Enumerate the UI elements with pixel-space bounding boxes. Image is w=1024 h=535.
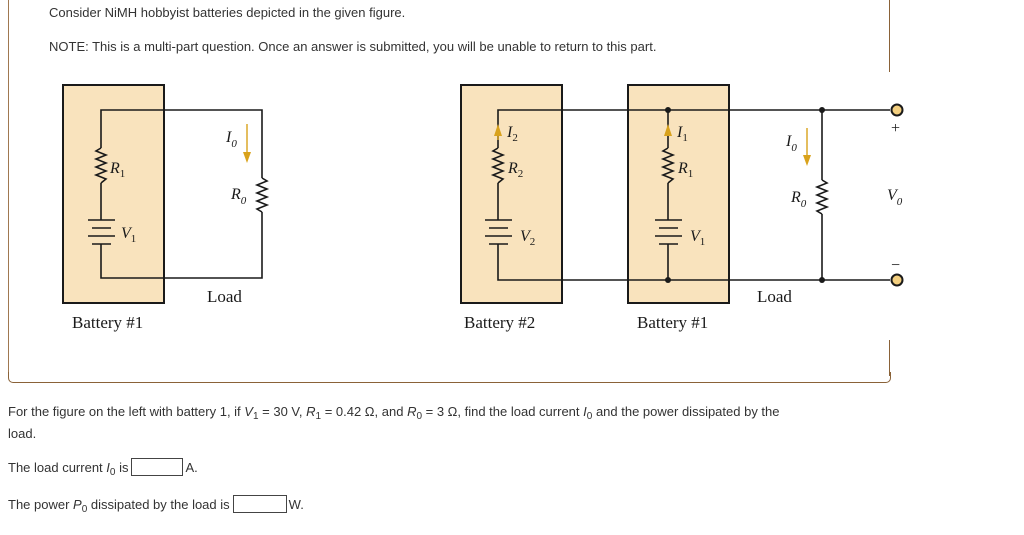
- current-arrow-head-icon: [243, 152, 251, 163]
- current-arrow-head-icon: [803, 155, 811, 166]
- battery-1-case: [62, 84, 165, 304]
- battery-cell-symbol: [88, 219, 115, 245]
- current-i0-label: I0: [225, 129, 237, 150]
- junction-node: [665, 107, 671, 113]
- resistor-r2-symbol: [490, 147, 506, 184]
- panel-frame-right: [889, 340, 890, 376]
- panel-frame-bottom: [8, 372, 891, 383]
- note-text: NOTE: This is a multi-part question. Onc…: [49, 39, 657, 54]
- power-unit: W.: [288, 496, 304, 512]
- left-circuit: R1 V1 I0 R0 Load Battery #1: [62, 84, 270, 332]
- resistor-r1-symbol: [93, 147, 109, 184]
- question-text-continued: load.: [8, 426, 37, 441]
- power-answer-row: The power P0 dissipated by the load is W…: [8, 495, 304, 515]
- panel-frame-right: [889, 0, 890, 72]
- panel-frame-left: [8, 0, 9, 378]
- load-current-input[interactable]: [131, 458, 184, 476]
- right-circuit: I2 R2 V2 I1 R1 V1 I0 R0 Load: [460, 84, 904, 332]
- current-arrow-up-icon: [494, 124, 502, 136]
- plus-sign: +: [891, 120, 900, 137]
- current-i1-label: I1: [676, 124, 688, 144]
- source-v1-label: V1: [690, 228, 705, 248]
- current-arrow-up-icon: [664, 124, 672, 136]
- battery-1-label: Battery #1: [637, 313, 708, 332]
- resistor-r0-symbol: [254, 177, 270, 213]
- resistor-r0-symbol: [814, 179, 830, 215]
- power-prompt: The power P0 dissipated by the load is: [8, 496, 230, 515]
- resistor-r1-label: R1: [677, 160, 693, 180]
- wire: [100, 212, 263, 279]
- current-i0-label: I0: [785, 133, 797, 154]
- source-v1-label: V1: [121, 225, 136, 245]
- resistor-r0-label: R0: [790, 189, 807, 210]
- resistor-r1-symbol: [660, 147, 676, 184]
- resistor-r1-label: R1: [109, 160, 125, 180]
- resistor-r2-label: R2: [507, 160, 523, 180]
- battery-1-label: Battery #1: [72, 313, 143, 332]
- positive-terminal: [890, 103, 904, 117]
- negative-terminal: [890, 273, 904, 287]
- load-label: Load: [757, 287, 792, 306]
- resistor-r0-label: R0: [230, 186, 247, 207]
- battery-1-case: [627, 84, 730, 304]
- intro-text: Consider NiMH hobbyist batteries depicte…: [49, 5, 406, 20]
- question-text: For the figure on the left with battery …: [8, 404, 780, 422]
- battery-circuit-figure: R1 V1 I0 R0 Load Battery #1: [62, 84, 904, 332]
- source-v2-label: V2: [520, 228, 535, 248]
- load-label: Load: [207, 287, 242, 306]
- current-i2-label: I2: [506, 124, 518, 144]
- battery-cell-symbol: [485, 219, 512, 245]
- power-input[interactable]: [232, 495, 287, 513]
- output-voltage-label: V0: [887, 187, 903, 208]
- load-current-unit: A.: [185, 459, 198, 475]
- load-current-answer-row: The load current I0 is A.: [8, 458, 198, 478]
- junction-node: [665, 277, 671, 283]
- battery-2-label: Battery #2: [464, 313, 535, 332]
- battery-2-case: [460, 84, 563, 304]
- bottom-rail-wire: [497, 244, 890, 281]
- load-current-prompt: The load current I0 is: [8, 459, 129, 478]
- wire: [100, 109, 263, 178]
- minus-sign: −: [891, 257, 900, 274]
